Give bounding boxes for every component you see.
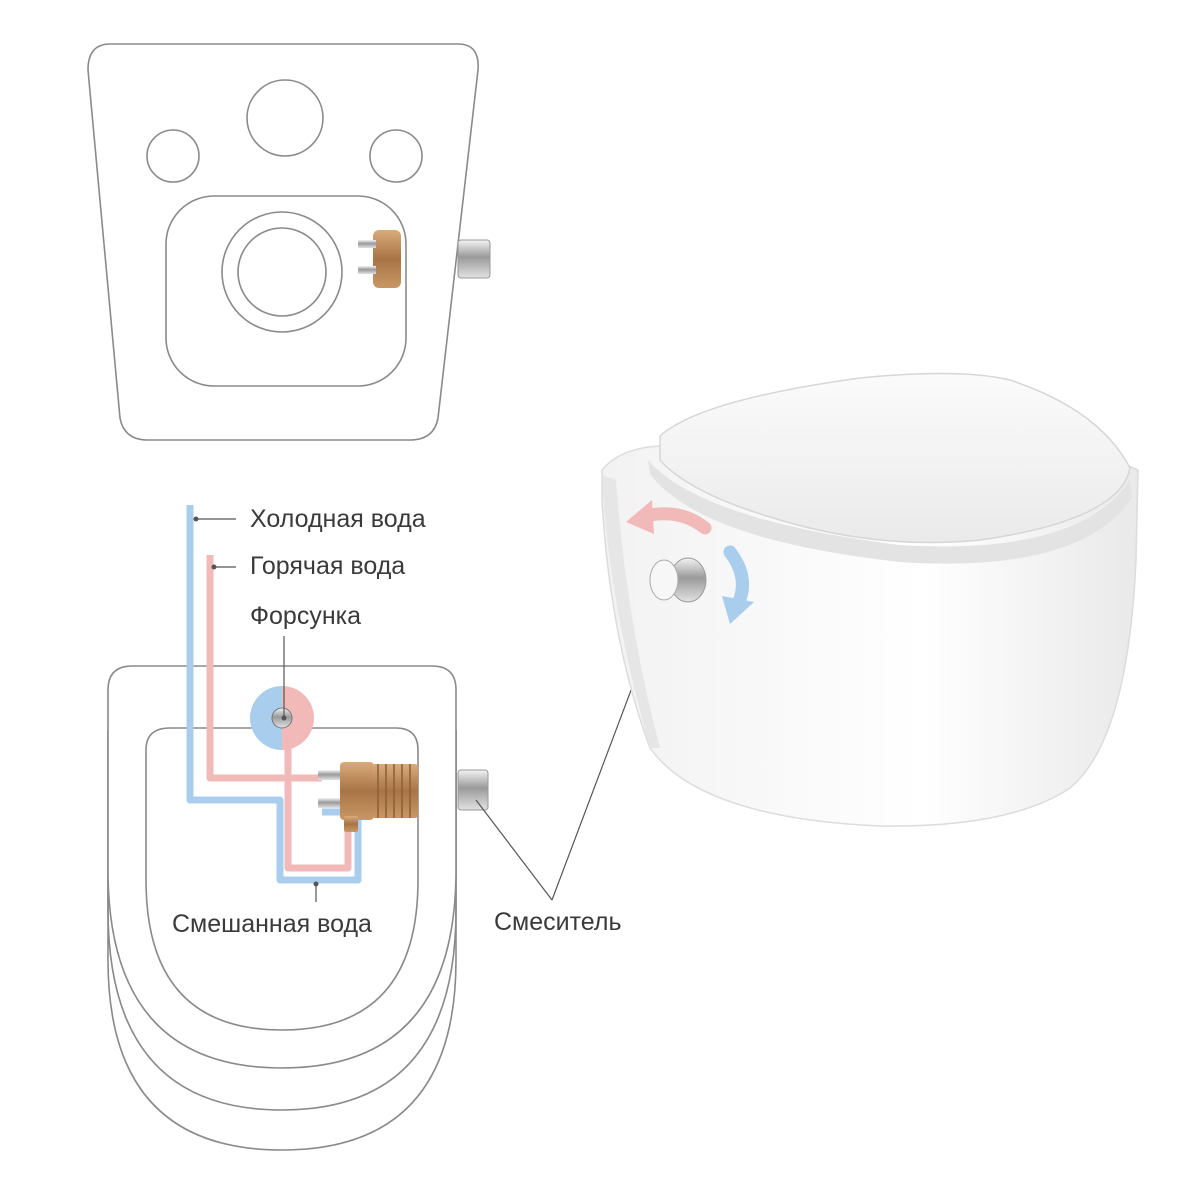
label-mixer: Смеситель — [494, 908, 621, 936]
rear-view — [87, 43, 491, 441]
label-hot-water: Горячая вода — [250, 552, 405, 580]
label-mixed-water: Смешанная вода — [172, 910, 372, 938]
mixer-knob-small — [457, 239, 491, 279]
label-cold-water: Холодная вода — [250, 505, 426, 533]
leader-hot-dot — [211, 564, 217, 570]
leader-nozzle-dot — [281, 715, 287, 721]
mount-hole-right — [369, 129, 423, 183]
valve-small — [358, 230, 401, 288]
curved-arrow-down-icon — [722, 545, 754, 624]
curved-arrow-left-icon — [626, 500, 712, 535]
mount-hole-left — [146, 129, 200, 183]
toilet-lid — [659, 372, 1131, 544]
leader-mixed-dot — [313, 881, 319, 887]
mixer-knob — [457, 769, 489, 811]
mount-hole-center — [246, 79, 324, 157]
bowl-outer-mid — [107, 730, 457, 1111]
leader-mixer-a — [475, 799, 553, 901]
side-mixer-knob[interactable] — [649, 557, 707, 603]
outlet-ring-inner — [237, 227, 327, 317]
bowl-outer-shadow — [107, 730, 457, 1151]
toilet-side-shade — [602, 475, 660, 748]
mixer-valve — [318, 762, 418, 832]
leader-cold-dot — [193, 516, 199, 522]
toilet-lid-edge — [648, 460, 1132, 564]
toilet-render — [601, 372, 1139, 827]
label-nozzle: Форсунка — [250, 602, 361, 630]
nozzle — [250, 686, 314, 750]
mixed-water-pipe — [284, 730, 352, 872]
top-view — [107, 505, 669, 1151]
